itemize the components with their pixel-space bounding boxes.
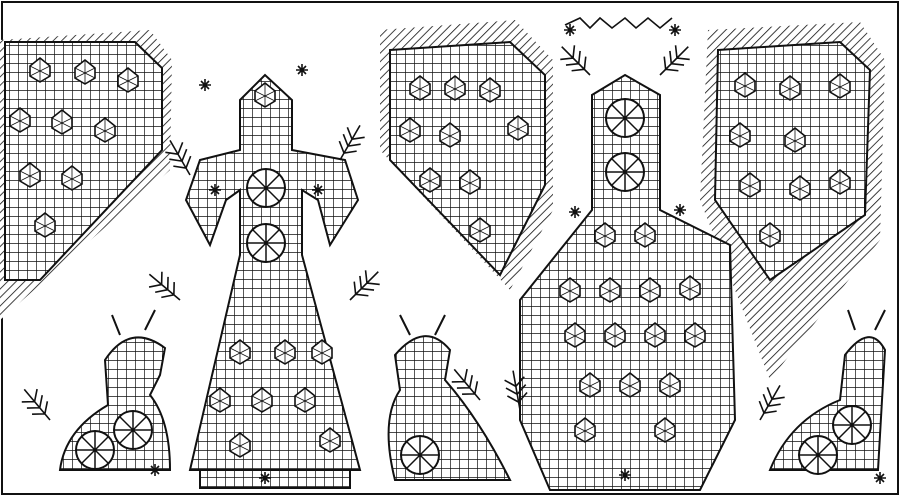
bird-right <box>768 309 887 485</box>
bird-left <box>58 309 172 477</box>
wing-panel-center-left <box>389 40 546 277</box>
wing-panel-right <box>713 40 872 282</box>
central-tower-figure <box>519 73 737 491</box>
goddess-figure <box>184 73 362 489</box>
lattice-panel-left <box>4 41 163 281</box>
bird-center <box>387 314 512 481</box>
star <box>198 16 687 219</box>
